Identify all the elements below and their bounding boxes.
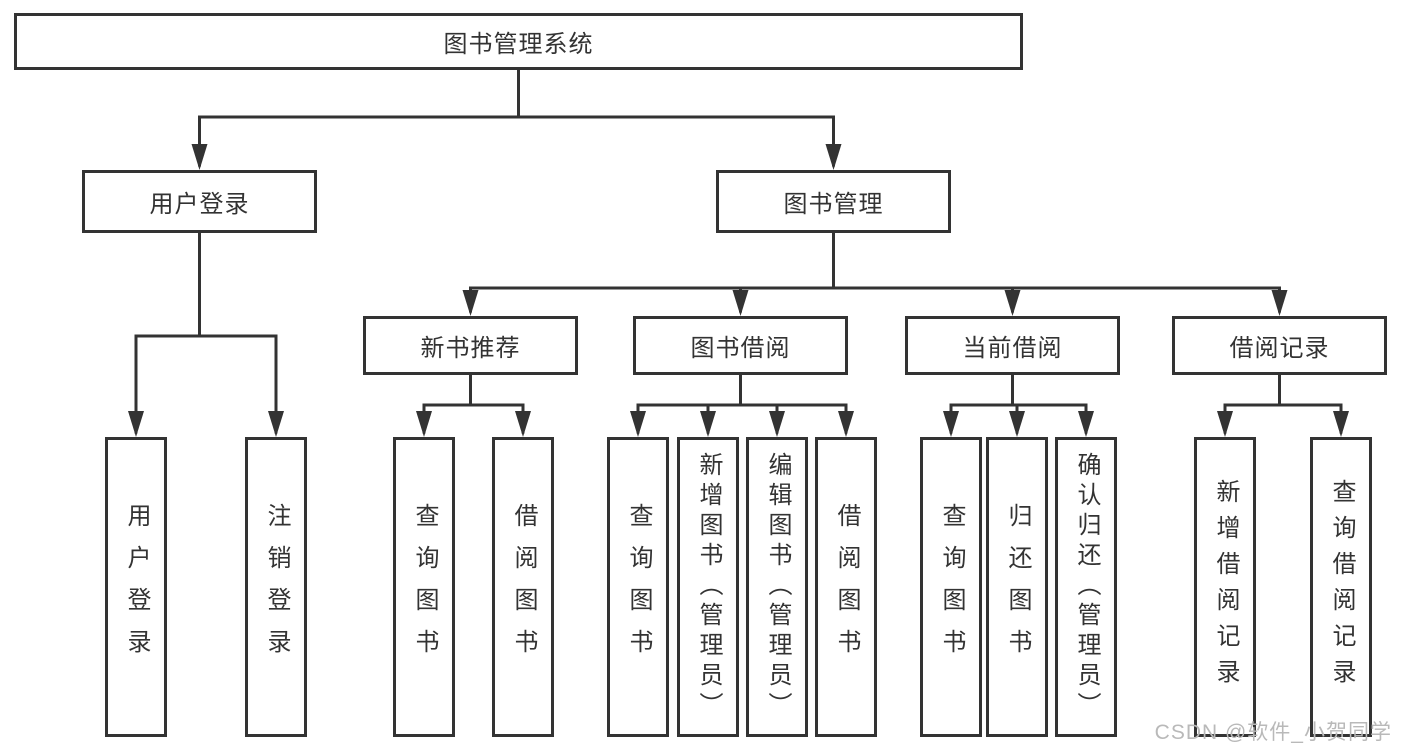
node-borrowing-records: 借阅记录 xyxy=(1172,316,1387,375)
leaf-edit-book-admin-label: 编辑图书（管理员） xyxy=(764,452,791,722)
leaf-logout-label: 注销登录 xyxy=(263,503,290,671)
leaf-return-book-label: 归还图书 xyxy=(1004,503,1031,671)
node-library-system: 图书管理系统 xyxy=(14,13,1023,70)
leaf-edit-book-admin: 编辑图书（管理员） xyxy=(746,437,808,737)
node-book-borrowing: 图书借阅 xyxy=(633,316,848,375)
node-user-login: 用户登录 xyxy=(82,170,317,233)
leaf-borrow-books-borrowing: 借阅图书 xyxy=(815,437,877,737)
node-user-login-label: 用户登录 xyxy=(149,191,250,218)
leaf-query-books-recommend: 查询图书 xyxy=(393,437,455,737)
csdn-watermark: CSDN @软件_小贺同学 xyxy=(1154,721,1392,744)
leaf-add-borrow-record-label: 新增借阅记录 xyxy=(1212,479,1239,695)
node-new-book-recommend: 新书推荐 xyxy=(363,316,578,375)
leaf-query-borrow-record: 查询借阅记录 xyxy=(1310,437,1372,737)
leaf-query-books-current: 查询图书 xyxy=(920,437,982,737)
leaf-add-book-admin-label: 新增图书（管理员） xyxy=(695,452,722,722)
node-current-borrowing-label: 当前借阅 xyxy=(962,335,1063,362)
leaf-confirm-return-admin-label: 确认归还（管理员） xyxy=(1073,452,1100,722)
leaf-return-book: 归还图书 xyxy=(986,437,1048,737)
node-new-book-recommend-label: 新书推荐 xyxy=(420,335,521,362)
leaf-confirm-return-admin: 确认归还（管理员） xyxy=(1055,437,1117,737)
leaf-query-books-current-label: 查询图书 xyxy=(938,503,965,671)
leaf-query-books-recommend-label: 查询图书 xyxy=(411,503,438,671)
node-book-management-label: 图书管理 xyxy=(783,191,884,218)
leaf-user-login-label: 用户登录 xyxy=(123,503,150,671)
leaf-query-borrow-record-label: 查询借阅记录 xyxy=(1328,479,1355,695)
node-book-management: 图书管理 xyxy=(716,170,951,233)
leaf-add-book-admin: 新增图书（管理员） xyxy=(677,437,739,737)
leaf-add-borrow-record: 新增借阅记录 xyxy=(1194,437,1256,737)
leaf-query-books-borrowing-label: 查询图书 xyxy=(625,503,652,671)
node-book-borrowing-label: 图书借阅 xyxy=(690,335,791,362)
node-borrowing-records-label: 借阅记录 xyxy=(1229,335,1330,362)
leaf-query-books-borrowing: 查询图书 xyxy=(607,437,669,737)
node-current-borrowing: 当前借阅 xyxy=(905,316,1120,375)
leaf-borrow-books-recommend-label: 借阅图书 xyxy=(510,503,537,671)
leaf-user-login: 用户登录 xyxy=(105,437,167,737)
leaf-logout: 注销登录 xyxy=(245,437,307,737)
leaf-borrow-books-borrowing-label: 借阅图书 xyxy=(833,503,860,671)
node-library-system-label: 图书管理系统 xyxy=(443,31,594,58)
leaf-borrow-books-recommend: 借阅图书 xyxy=(492,437,554,737)
